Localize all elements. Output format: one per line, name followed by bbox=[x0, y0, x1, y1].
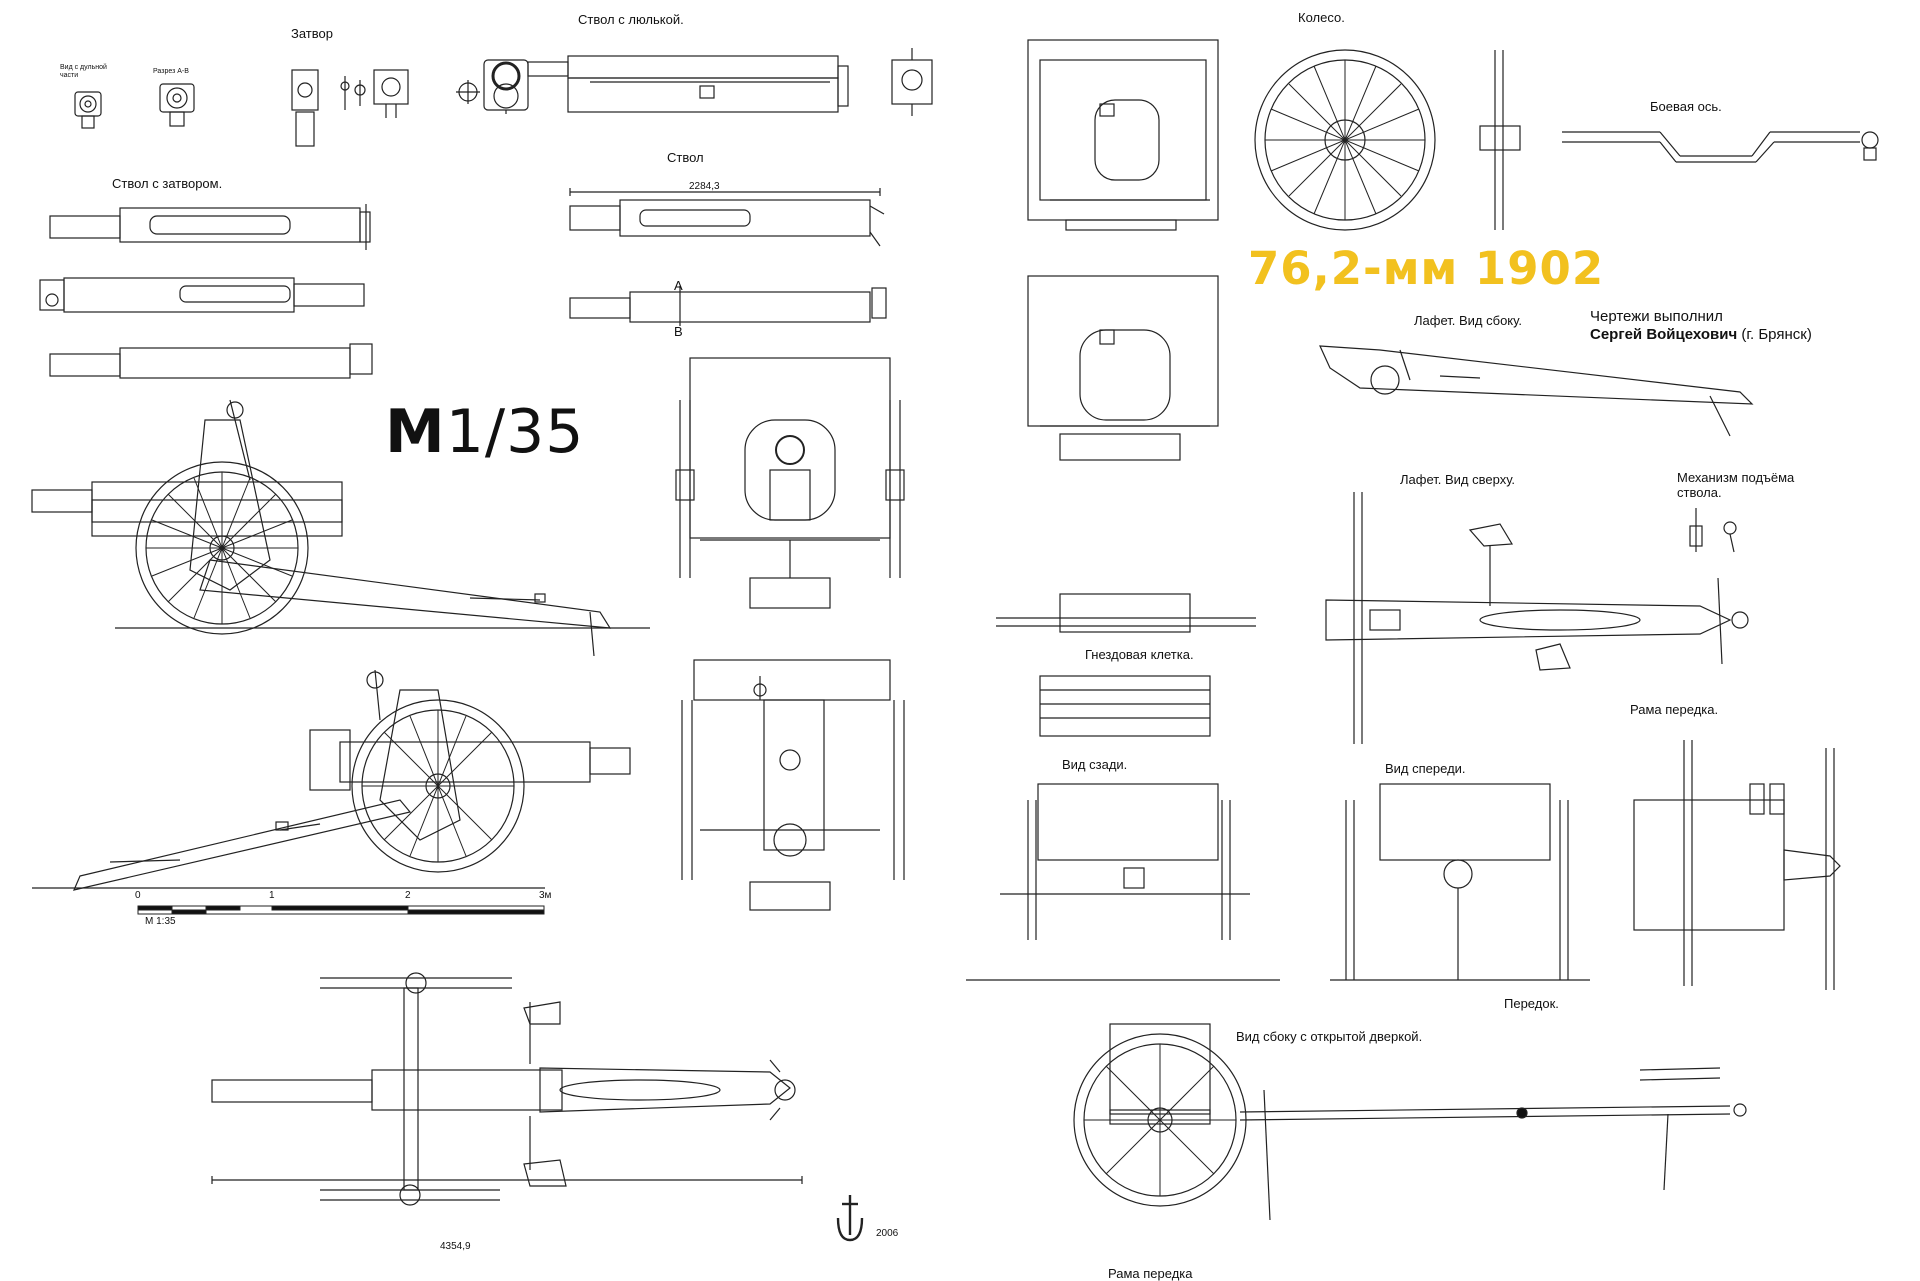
elevation-mechanism-label: Механизм подъёма ствола. bbox=[1677, 470, 1795, 500]
breech-drawings bbox=[291, 69, 409, 147]
limber-frame-label: Рама передка. bbox=[1630, 702, 1719, 717]
year-label: 2006 bbox=[876, 1228, 899, 1239]
scale-tick-1: 1 bbox=[269, 890, 275, 901]
limber-front-view-drawing bbox=[1330, 783, 1590, 981]
barrel-label: Ствол bbox=[667, 150, 704, 165]
carriage-top-label: Лафет. Вид сверху. bbox=[1400, 472, 1516, 487]
axle-label: Боевая ось. bbox=[1650, 99, 1722, 114]
muzzle-view-drawing bbox=[74, 91, 102, 129]
model-scale-rest: 1/35 bbox=[445, 397, 585, 467]
gun-side-view-right bbox=[32, 669, 631, 891]
rear-view-label: Вид сзади. bbox=[1062, 757, 1128, 772]
section-ab-label: Разрез А-В bbox=[153, 68, 189, 75]
elevation-mechanism-drawing bbox=[1689, 508, 1737, 553]
section-ab-drawing bbox=[159, 83, 195, 127]
barrel-cradle-label: Ствол с люлькой. bbox=[578, 12, 684, 27]
credits: Чертежи выполнил Сергей Войцехович (г. Б… bbox=[1590, 308, 1812, 344]
credits-author-line: Сергей Войцехович (г. Брянск) bbox=[1590, 326, 1812, 344]
limber-box-rear bbox=[1027, 275, 1219, 461]
barrel-breech-drawings bbox=[39, 204, 373, 379]
credits-author: Сергей Войцехович bbox=[1590, 326, 1738, 343]
side-open-door-label: Вид сбоку с открытой дверкой. bbox=[1236, 1029, 1423, 1044]
wheel-drawing bbox=[1254, 49, 1521, 231]
signature-emblem bbox=[836, 1195, 864, 1242]
wheel-label: Колесо. bbox=[1298, 10, 1345, 25]
carriage-top-drawing bbox=[1325, 492, 1749, 744]
gun-side-view-left bbox=[31, 399, 650, 657]
barrel-drawings bbox=[569, 188, 887, 326]
barrel-length-dimension: 2284,3 bbox=[689, 181, 720, 192]
overall-length-dimension: 4354,9 bbox=[440, 1241, 471, 1252]
gun-top-view bbox=[211, 972, 803, 1206]
model-scale-prefix: M bbox=[385, 397, 446, 467]
limber-side-view-drawing bbox=[1073, 1023, 1747, 1221]
breech-label: Затвор bbox=[291, 26, 333, 41]
scale-caption: М 1:35 bbox=[145, 916, 176, 927]
drawing-title: 76,2-мм 1902 bbox=[1248, 242, 1605, 295]
gun-rear-view bbox=[681, 659, 905, 911]
nest-cell-drawing bbox=[996, 593, 1256, 737]
credits-city: (г. Брянск) bbox=[1741, 326, 1812, 343]
scale-tick-2: 2 bbox=[405, 890, 411, 901]
gun-front-view bbox=[675, 357, 905, 609]
limber-frame-bottom-label: Рама передка bbox=[1108, 1266, 1193, 1281]
limber-rear-view-drawing bbox=[966, 783, 1280, 981]
credits-line: Чертежи выполнил bbox=[1590, 308, 1723, 325]
limber-box-front bbox=[1027, 39, 1219, 231]
barrel-breech-label: Ствол с затвором. bbox=[112, 176, 223, 191]
carriage-side-drawing bbox=[1319, 345, 1754, 437]
scale-tick-3: 3м bbox=[539, 890, 552, 901]
scale-tick-0: 0 bbox=[135, 890, 141, 901]
front-view-label: Вид спереди. bbox=[1385, 761, 1466, 776]
limber-frame-drawing bbox=[1633, 740, 1841, 990]
carriage-side-label: Лафет. Вид сбоку. bbox=[1414, 313, 1522, 328]
nest-cell-label: Гнездовая клетка. bbox=[1085, 647, 1194, 662]
scale-bar bbox=[137, 905, 545, 915]
mark-a-label: А bbox=[674, 278, 683, 293]
mark-b-label: В bbox=[674, 324, 683, 339]
barrel-cradle-drawing bbox=[456, 48, 933, 116]
model-scale-title: M1/35 bbox=[385, 402, 584, 462]
muzzle-view-label: Вид с дульной части bbox=[60, 64, 107, 79]
limber-label: Передок. bbox=[1504, 996, 1559, 1011]
axle-drawing bbox=[1562, 131, 1879, 163]
